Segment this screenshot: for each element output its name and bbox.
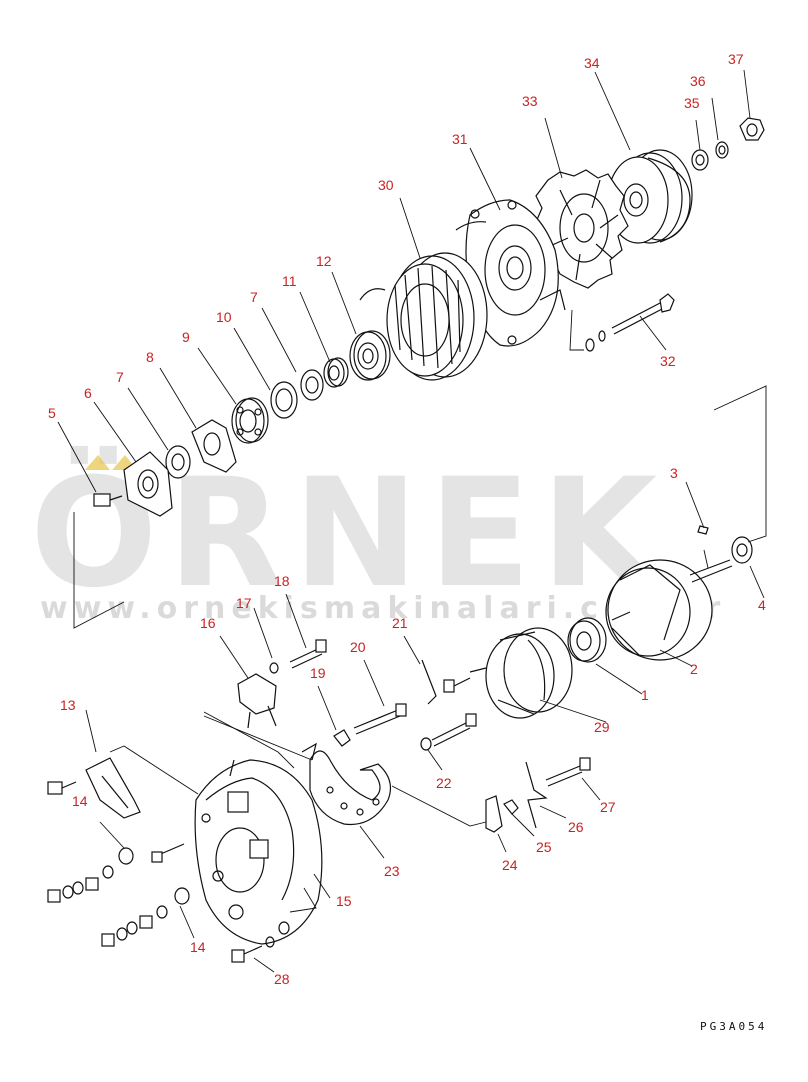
- part-bolt-22: [420, 713, 477, 751]
- part-cover-6: [123, 451, 173, 517]
- drawing-code: PG3A054: [700, 1020, 767, 1033]
- callout-11: 11: [282, 273, 297, 289]
- part-hardware-14-upper: [47, 843, 185, 903]
- part-washer-35: [691, 149, 709, 171]
- callout-13: 13: [60, 697, 76, 713]
- part-spacer-11: [323, 357, 349, 388]
- callout-27: 27: [600, 799, 616, 815]
- callout-23: 23: [384, 863, 400, 879]
- part-terminal-19-20: [333, 703, 407, 747]
- callout-4: 4: [758, 597, 766, 613]
- part-nut-37: [739, 117, 765, 141]
- callout-36: 36: [690, 73, 706, 89]
- callout-3: 3: [670, 465, 678, 481]
- callout-18: 18: [274, 573, 290, 589]
- callout-16: 16: [200, 615, 216, 631]
- callout-37: 37: [728, 51, 744, 67]
- callout-14-lower: 14: [190, 939, 206, 955]
- callout-8: 8: [146, 349, 154, 365]
- leader-lines: [57, 69, 767, 973]
- part-regulator-16: [237, 673, 277, 729]
- callout-1: 1: [641, 687, 649, 703]
- callout-25: 25: [536, 839, 552, 855]
- part-bearing-9: [231, 397, 269, 444]
- callout-28: 28: [274, 971, 290, 987]
- callout-labels: 1 2 3 4 5 6 7 7 8 9 10 11 12 13 14 14 15…: [48, 51, 766, 987]
- part-key-3: [697, 525, 709, 535]
- callout-5: 5: [48, 405, 56, 421]
- part-bolt-32: [585, 293, 675, 352]
- part-bolt-27: [545, 757, 591, 787]
- callout-19: 19: [310, 665, 326, 681]
- callout-24: 24: [502, 857, 518, 873]
- callout-30: 30: [378, 177, 394, 193]
- callout-10: 10: [216, 309, 232, 325]
- callout-35: 35: [684, 95, 700, 111]
- callout-31: 31: [452, 131, 468, 147]
- callout-20: 20: [350, 639, 366, 655]
- part-cover-plate-13: [85, 757, 141, 819]
- part-terminal-21: [421, 659, 471, 705]
- callout-2: 2: [690, 661, 698, 677]
- callout-7-upper: 7: [250, 289, 258, 305]
- part-bracket-24: [485, 795, 503, 833]
- part-terminal-26: [525, 761, 548, 829]
- part-bolt-28: [231, 921, 290, 963]
- part-brush-holder-23: [301, 742, 391, 826]
- callout-29: 29: [594, 719, 610, 735]
- part-washer-7-lower: [165, 445, 191, 479]
- callout-22: 22: [436, 775, 452, 791]
- callout-7-lower: 7: [116, 369, 124, 385]
- part-lock-washer-36: [715, 141, 729, 159]
- part-nut-25: [503, 799, 519, 815]
- callout-26: 26: [568, 819, 584, 835]
- part-bearing-1: [567, 617, 607, 663]
- part-washer-10: [270, 381, 298, 419]
- part-rectifier-29: [469, 627, 573, 719]
- callout-14-upper: 14: [72, 793, 88, 809]
- part-bearing-12: [349, 330, 391, 381]
- part-hardware-14-lower: [101, 887, 190, 947]
- callout-6: 6: [84, 385, 92, 401]
- callout-32: 32: [660, 353, 676, 369]
- part-hardware-17-18: [269, 639, 327, 674]
- callout-9: 9: [182, 329, 190, 345]
- callout-12: 12: [316, 253, 332, 269]
- part-stator-30: [359, 252, 488, 381]
- part-screw-13: [47, 781, 77, 795]
- callout-33: 33: [522, 93, 538, 109]
- callout-34: 34: [584, 55, 600, 71]
- part-retainer-8: [191, 419, 237, 473]
- part-rotor-2: [605, 559, 733, 661]
- part-rear-housing-15: [194, 759, 323, 945]
- callout-21: 21: [392, 615, 408, 631]
- callout-17: 17: [236, 595, 252, 611]
- part-screw-5: [93, 493, 123, 507]
- part-washer-7-upper: [300, 369, 324, 401]
- watermark-accent-1: [85, 455, 110, 470]
- callout-15: 15: [336, 893, 352, 909]
- part-collar-4: [731, 536, 753, 564]
- watermark: ÖRNEK www.ornekismakinalari.com.tr: [30, 445, 720, 626]
